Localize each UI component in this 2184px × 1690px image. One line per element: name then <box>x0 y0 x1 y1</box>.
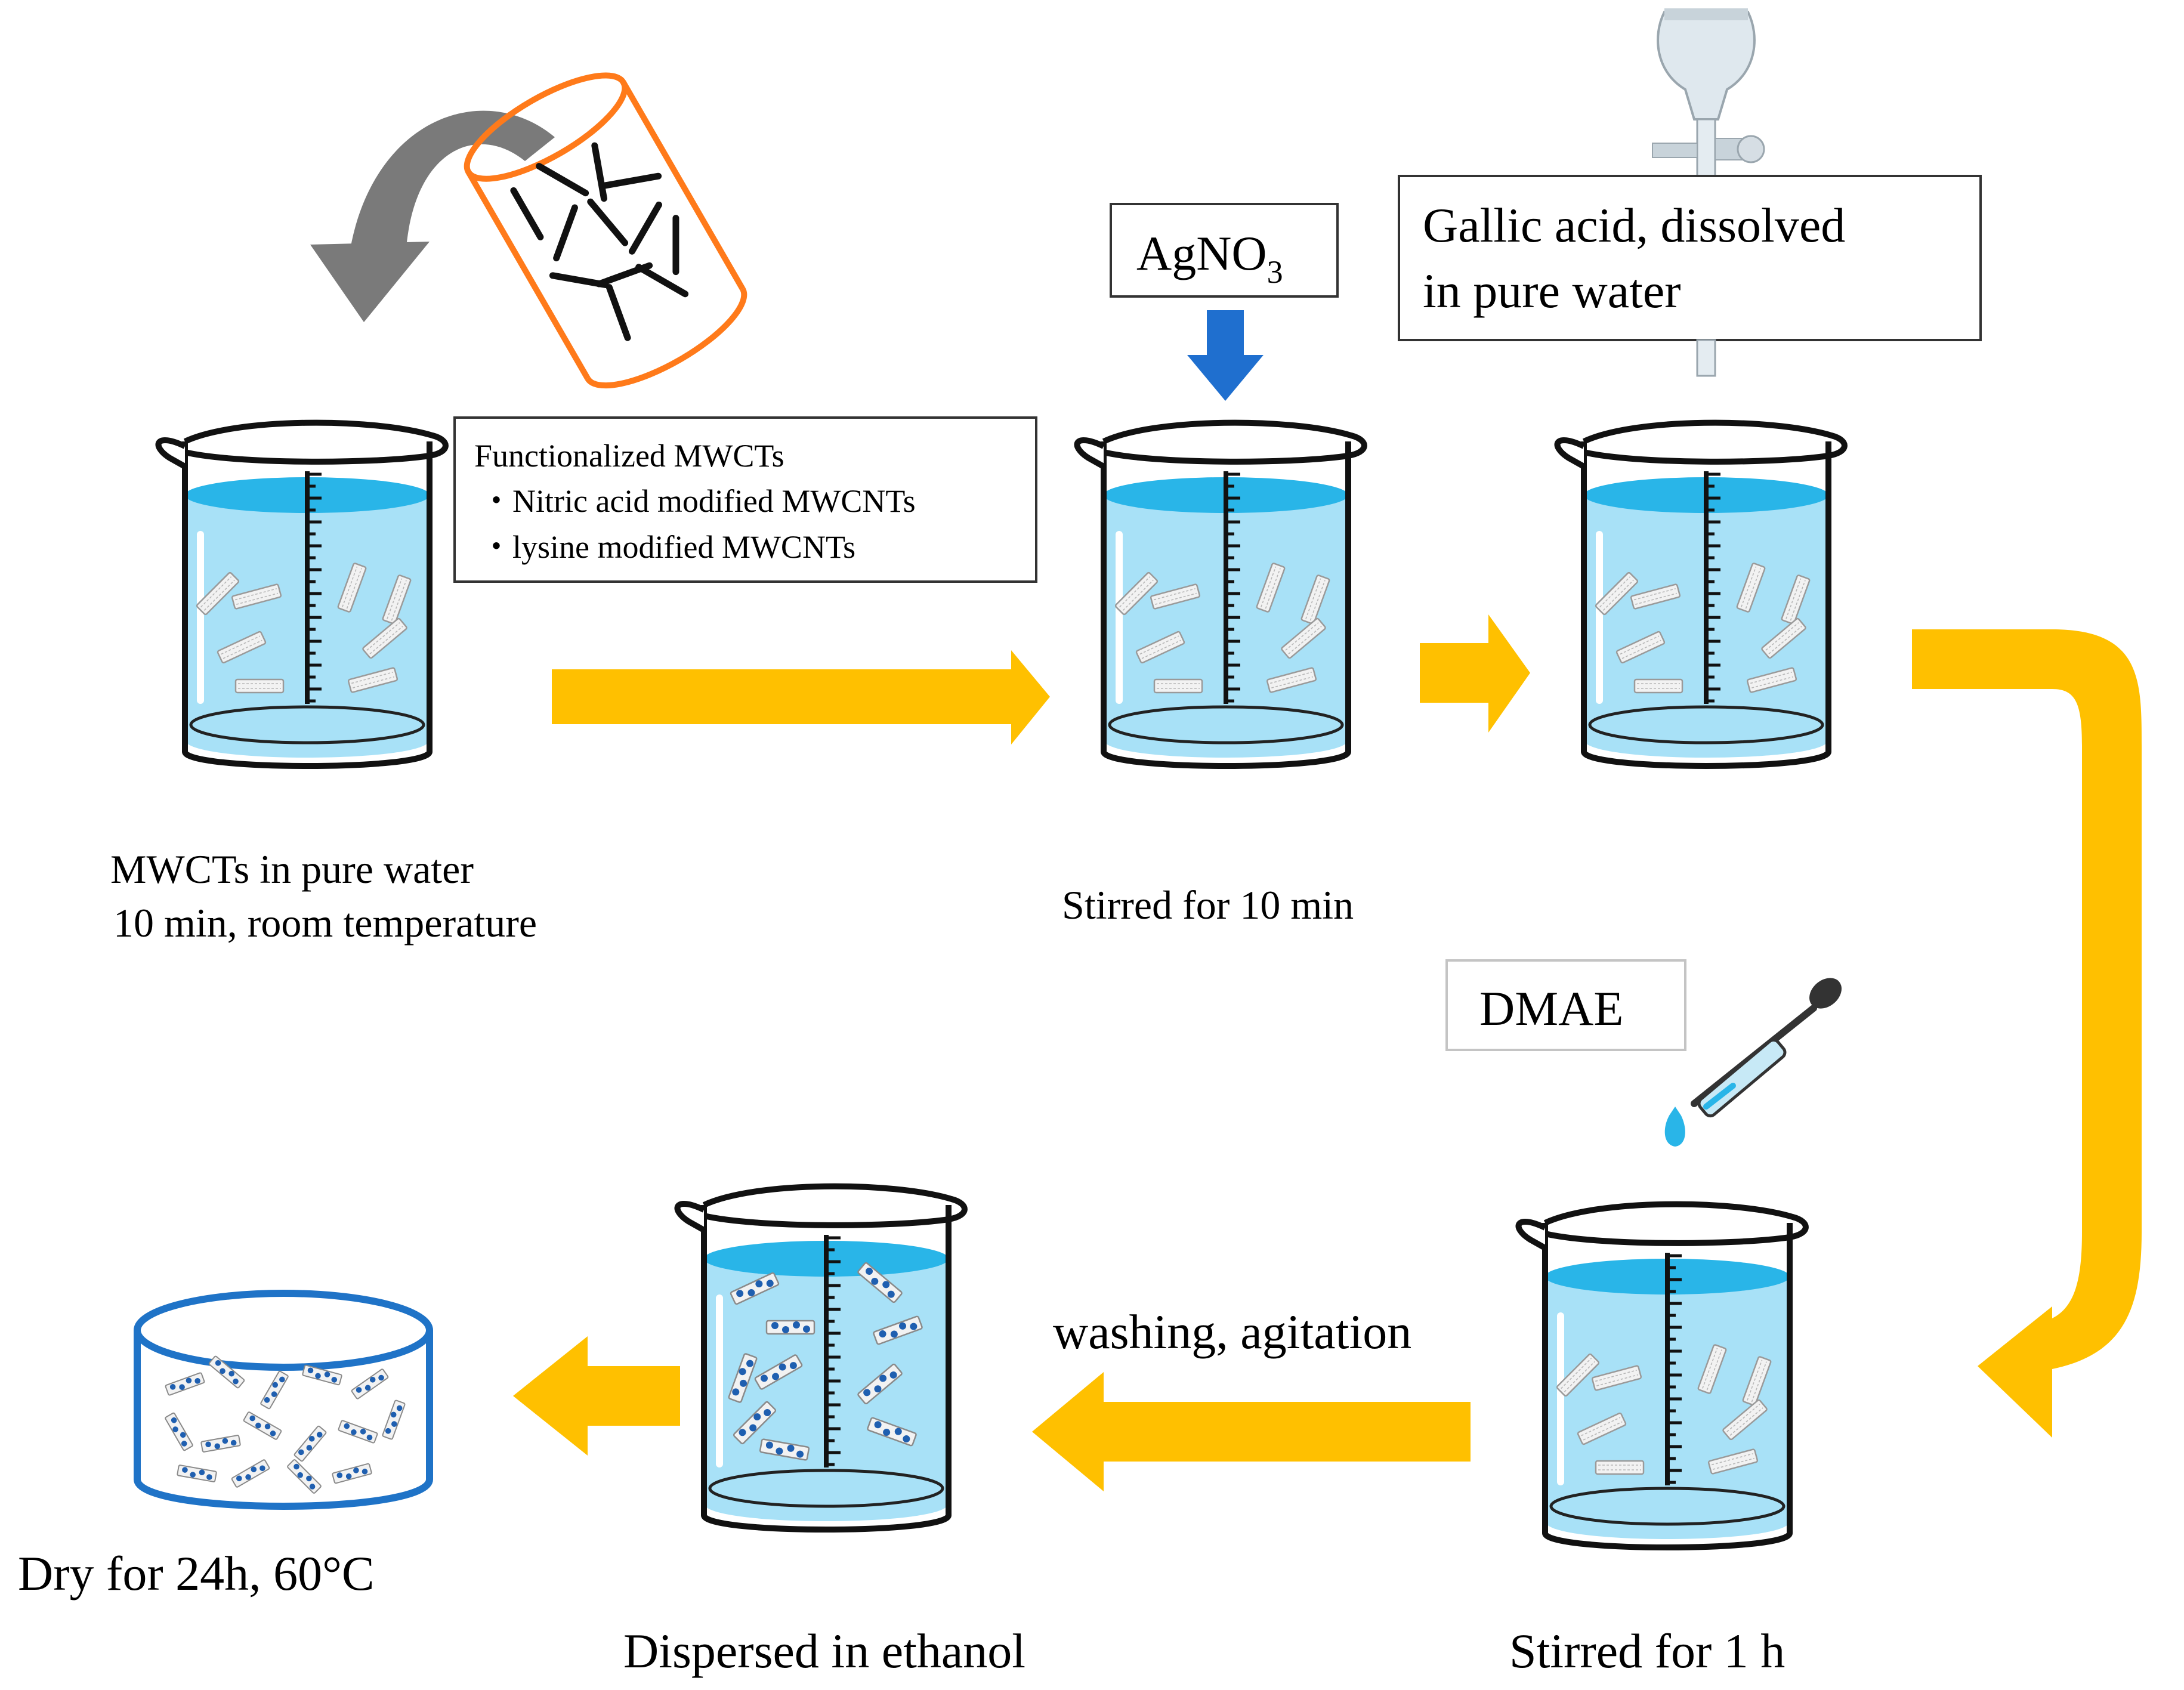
process-arrow-4-5 <box>1032 1372 1471 1491</box>
beaker-icon <box>1077 423 1364 766</box>
step1-caption-line1: MWCTs in pure water <box>110 846 474 892</box>
step4-caption: Stirred for 1 h <box>1509 1624 1785 1678</box>
wash-caption: washing, agitation <box>1053 1305 1411 1359</box>
functionalized-item-lysine: ・lysine modified MWCNTs <box>480 529 855 565</box>
process-arrow-2-3 <box>1420 614 1530 733</box>
agno3-subscript: 3 <box>1267 254 1283 290</box>
dmae-label-box: DMAE <box>1445 959 1686 1051</box>
step1-caption: MWCTs in pure water 10 min, room tempera… <box>110 846 537 946</box>
funnel-stem-lower <box>1696 339 1716 377</box>
flip-curved-arrow-icon <box>310 110 555 322</box>
petri-dish-icon <box>134 1290 433 1510</box>
agno3-formula: AgNO <box>1136 226 1267 280</box>
gallic-acid-line1: Gallic acid, dissolved <box>1423 198 1845 252</box>
agno3-label: AgNO3 <box>1136 226 1283 290</box>
process-arrow-1-2 <box>552 650 1050 744</box>
beaker-icon <box>1558 423 1845 766</box>
step1-caption-line2: 10 min, room temperature <box>113 900 537 946</box>
functionalized-item-nitric: ・Nitric acid modified MWCNTs <box>480 483 916 519</box>
functionalized-mwcts-box: Functionalized MWCTs ・Nitric acid modifi… <box>453 416 1037 583</box>
beaker-icon <box>159 423 446 766</box>
step6-caption: Dry for 24h, 60°C <box>18 1546 375 1601</box>
gallic-acid-line2: in pure water <box>1423 264 1681 318</box>
step2-caption: Stirred for 10 min <box>1062 882 1354 928</box>
process-arrow-3-4-curved <box>1912 629 2142 1438</box>
agno3-add-arrow <box>1187 310 1264 401</box>
step5-caption: Dispersed in ethanol <box>623 1624 1025 1678</box>
beaker-icon <box>1519 1204 1806 1547</box>
pipette-icon <box>1664 978 1842 1147</box>
gallic-acid-label-box: Gallic acid, dissolved in pure water <box>1398 175 1982 341</box>
functionalized-title: Functionalized MWCTs <box>474 438 784 474</box>
mwcnt-sample-container <box>464 72 747 389</box>
process-arrow-5-6 <box>513 1336 680 1456</box>
agno3-label-box: AgNO3 <box>1110 203 1339 298</box>
beaker-icon <box>678 1187 965 1530</box>
dmae-label: DMAE <box>1479 981 1623 1036</box>
